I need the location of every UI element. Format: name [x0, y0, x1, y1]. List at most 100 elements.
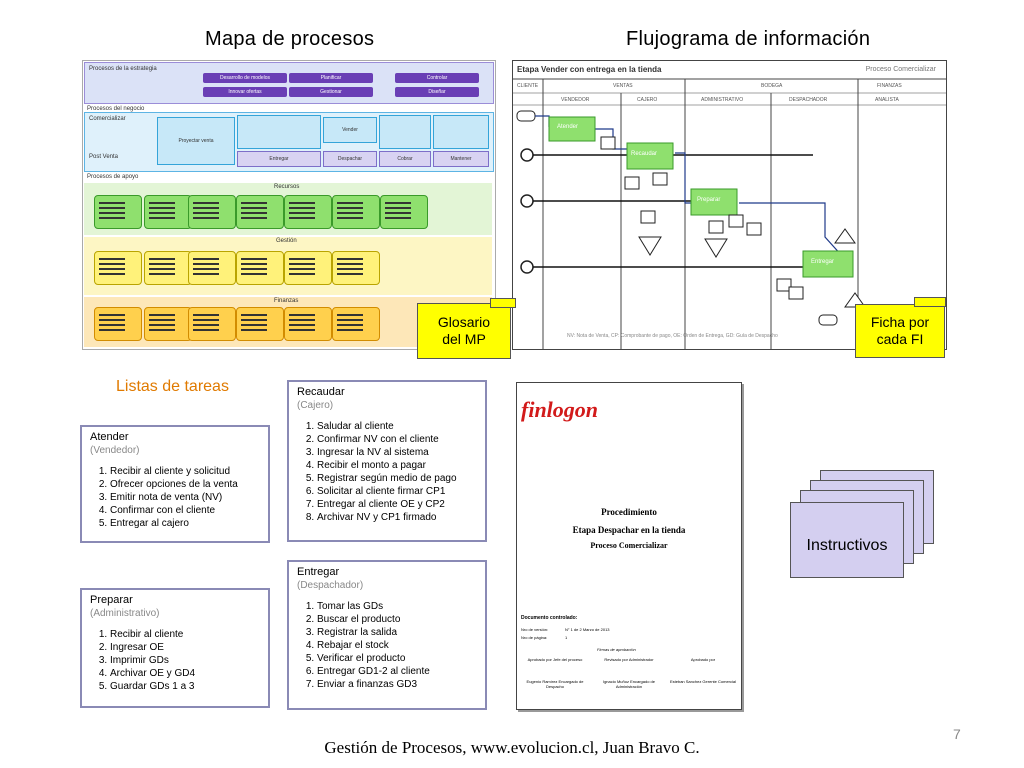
business-sub-label: Comercializar [89, 116, 126, 122]
flowchart: Etapa Vender con entrega en la tienda Pr… [512, 60, 947, 350]
task-item: Buscar el producto [317, 613, 477, 626]
process-box: Entregar [237, 151, 321, 167]
sign-role: Aprobado por Jefe del proceso [527, 657, 583, 662]
support-process [236, 251, 284, 285]
support-process [94, 307, 142, 341]
flow-task: Atender [557, 124, 579, 130]
flow-diagram [513, 78, 946, 349]
task-list-recaudar: Recaudar (Cajero) Saludar al cliente Con… [287, 380, 487, 542]
flow-column-header: ADMINISTRATIVO [701, 97, 744, 103]
task-item: Archivar NV y CP1 firmado [317, 511, 477, 524]
procedure-process: Proceso Comercializar [590, 541, 668, 550]
support-process [94, 195, 142, 229]
note-line: cada FI [876, 331, 924, 347]
support-process [284, 307, 332, 341]
task-item: Entregar al cliente OE y CP2 [317, 498, 477, 511]
support-process [332, 195, 380, 229]
page-number: 7 [953, 726, 961, 742]
strategy-pill: Desarrollo de modelos [203, 73, 287, 83]
zone-recursos: Recursos [84, 183, 492, 235]
zone-finanzas: Finanzas [84, 297, 492, 347]
task-item: Verificar el producto [317, 652, 477, 665]
flow-title: Etapa Vender con entrega en la tienda [517, 65, 662, 74]
approvals-label: Firmas de aprobación [597, 647, 636, 652]
strategy-label: Procesos de la estrategia [89, 66, 157, 72]
zone-label: Recursos [274, 184, 300, 190]
note-line: Ficha por [870, 314, 930, 330]
sign-name: Eugenio Ramírez Encargado de Despacho [526, 679, 584, 689]
support-process [144, 195, 192, 229]
process-box: Mantener [433, 151, 489, 167]
brand-logo: finlogon [521, 397, 599, 422]
zone-label: Gestión [276, 238, 297, 244]
task-list-entregar: Entregar (Despachador) Tomar las GDs Bus… [287, 560, 487, 710]
process-box: Proyectar venta [157, 117, 235, 165]
flow-column-header: DESPACHADOR [789, 97, 828, 103]
glosario-note: Glosario del MP [417, 298, 516, 359]
task-list-title: Recaudar [297, 386, 345, 398]
task-item: Saludar al cliente [317, 420, 477, 433]
flow-column-header: VENDEDOR [561, 97, 590, 103]
process-box [433, 115, 489, 149]
task-item: Ingresar la NV al sistema [317, 446, 477, 459]
task-item: Registrar según medio de pago [317, 472, 477, 485]
task-list-atender: Atender (Vendedor) Recibir al cliente y … [80, 425, 270, 543]
doc-controls-label: Documento controlado: [521, 615, 578, 621]
task-item: Archivar OE y GD4 [110, 667, 260, 680]
task-list-role: (Administrativo) [90, 608, 160, 619]
task-item: Tomar las GDs [317, 600, 477, 613]
support-process [188, 195, 236, 229]
note-line: Glosario [437, 314, 491, 330]
support-process [284, 195, 332, 229]
procedure-document: finlogon Procedimiento Etapa Despachar e… [516, 382, 742, 710]
task-list-title: Preparar [90, 594, 133, 606]
note-line: del MP [442, 331, 486, 347]
business-sub-label: Post Venta [89, 154, 119, 160]
flow-column-header: CAJERO [637, 97, 658, 103]
procedure-heading: Procedimiento [601, 507, 657, 517]
task-item: Imprimir GDs [110, 654, 260, 667]
instructivos-label: Instructivos [806, 537, 888, 554]
support-process [284, 251, 332, 285]
business-label: Procesos del negocio [87, 106, 145, 112]
support-process [332, 307, 380, 341]
support-process [144, 251, 192, 285]
task-item: Enviar a finanzas GD3 [317, 678, 477, 691]
task-item: Entregar GD1-2 al cliente [317, 665, 477, 678]
flow-lane-header: VENTAS [613, 83, 633, 89]
support-process [236, 195, 284, 229]
support-process [236, 307, 284, 341]
task-list-title: Atender [90, 431, 129, 443]
task-list-preparar: Preparar (Administrativo) Recibir al cli… [80, 588, 270, 708]
strategy-pill: Controlar [395, 73, 479, 83]
flow-task: Preparar [697, 197, 721, 203]
task-item: Entregar al cajero [110, 517, 260, 530]
support-process [144, 307, 192, 341]
process-box: Cobrar [379, 151, 431, 167]
doc-field-label: Nro de versión: [521, 627, 549, 632]
ficha-note: Ficha por cada FI [855, 297, 946, 358]
flow-task: Recaudar [631, 151, 658, 157]
flow-task: Entregar [811, 259, 835, 265]
support-process [188, 307, 236, 341]
instructivo-card-front: Instructivos [790, 502, 904, 578]
task-list-role: (Cajero) [297, 400, 334, 411]
task-list-role: (Vendedor) [90, 445, 140, 456]
support-label: Procesos de apoyo [87, 174, 139, 180]
task-item: Registrar la salida [317, 626, 477, 639]
doc-field-value: 1 [565, 635, 568, 640]
task-item: Rebajar el stock [317, 639, 477, 652]
footer: Gestión de Procesos, www.evolucion.cl, J… [324, 738, 700, 757]
task-item: Ingresar OE [110, 641, 260, 654]
task-item: Recibir al cliente [110, 628, 260, 641]
task-item: Solicitar al cliente firmar CP1 [317, 485, 477, 498]
support-process [94, 251, 142, 285]
flow-column-header: ANALISTA [875, 97, 899, 103]
flow-subtitle: Proceso Comercializar [865, 66, 936, 73]
strategy-pill: Diseñar [395, 87, 479, 97]
strategy-pill: Innovar ofertas [203, 87, 287, 97]
strategy-pill: Gestionar [289, 87, 373, 97]
process-box: Vender [323, 117, 377, 143]
task-item: Confirmar con el cliente [110, 504, 260, 517]
sign-name: Ignacio Muñoz Encargado de Administració… [602, 679, 656, 689]
